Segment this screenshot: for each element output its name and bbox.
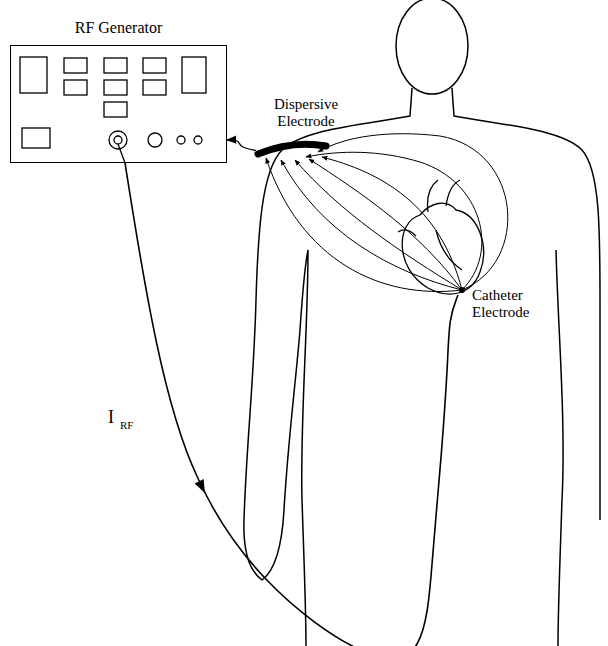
node-label: RF Generator [11, 19, 226, 37]
generator-controls [20, 57, 206, 163]
catheter-wire [125, 163, 458, 646]
catheter-tip [459, 287, 465, 293]
return-wire [227, 140, 256, 151]
current-subscript: RF [120, 420, 133, 431]
generator-box: RF Generator [10, 45, 227, 163]
catheter-label-box: Catheter Electrode [458, 283, 550, 328]
body-outline [244, 0, 600, 646]
current-symbol: I [108, 408, 114, 426]
node-label: Dispersive Electrode [264, 96, 348, 131]
current-arrowhead [195, 479, 210, 495]
node-label: Catheter Electrode [458, 283, 546, 322]
electrode-label-box: Dispersive Electrode [256, 96, 356, 159]
electrode-pad [258, 144, 326, 154]
field-lines [266, 134, 508, 292]
